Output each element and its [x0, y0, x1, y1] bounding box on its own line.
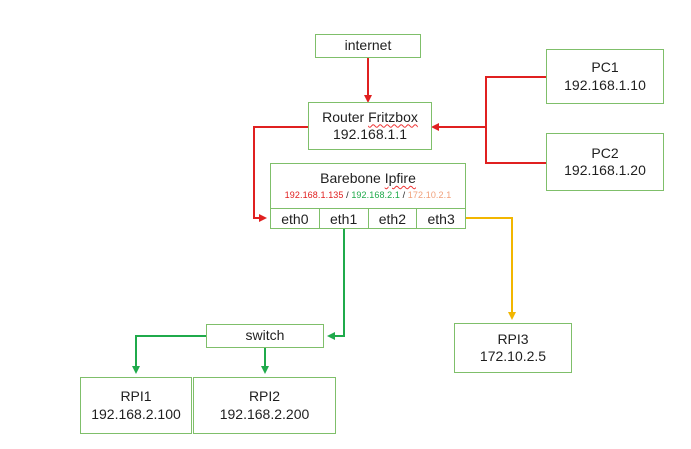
switch-label: switch [245, 327, 285, 344]
pc1-ip: 192.168.1.10 [564, 76, 646, 93]
barebone-title-prefix: Barebone [320, 170, 385, 186]
link-pc2-router [485, 127, 546, 164]
port-eth2: eth2 [367, 209, 417, 228]
router-ip: 192.168.1.1 [333, 126, 407, 142]
rpi3-name: RPI3 [497, 330, 529, 347]
rpi2-name: RPI2 [248, 388, 281, 404]
port-eth3: eth3 [416, 209, 465, 228]
router-node: Router Fritzbox 192.168.1.1 [308, 102, 432, 150]
link-switch-rpi1 [132, 335, 206, 374]
ip-separator: / [399, 189, 408, 200]
pc1-node: PC1 192.168.1.10 [546, 49, 664, 104]
ip-green: 192.168.2.1 [351, 189, 400, 200]
rpi2-node: RPI2 192.168.2.200 [193, 377, 336, 434]
rpi1-name: RPI1 [120, 388, 152, 404]
link-pc1-router [485, 76, 546, 127]
link-router-eth0 [253, 126, 308, 222]
internet-node: internet [315, 34, 421, 58]
rpi1-node: RPI1 192.168.2.100 [80, 377, 192, 434]
router-title-prefix: Router [322, 108, 369, 125]
ip-red: 192.168.1.135 [284, 189, 344, 200]
rpi3-ip: 172.10.2.5 [479, 348, 547, 364]
ip-orange: 172.10.2.1 [407, 189, 452, 200]
barebone-ip-list: 192.168.1.135 / 192.168.2.1 / 172.10.2.1 [285, 190, 452, 201]
barebone-title-word: Ipfire [384, 170, 416, 186]
pc1-name: PC1 [591, 59, 619, 75]
barebone-ports: eth0 eth1 eth2 eth3 [270, 208, 466, 229]
link-eth1-switch [327, 229, 345, 340]
port-eth0: eth0 [281, 210, 309, 227]
pc2-name: PC2 [591, 144, 619, 161]
internet-label: internet [344, 37, 392, 54]
ip-separator: / [343, 189, 352, 200]
pc2-node: PC2 192.168.1.20 [546, 133, 664, 191]
rpi1-ip: 192.168.2.100 [91, 405, 181, 422]
rpi2-ip: 192.168.2.200 [219, 405, 310, 422]
switch-node: switch [206, 324, 324, 348]
router-title: Router Fritzbox [322, 109, 418, 127]
port-eth1: eth1 [318, 209, 368, 228]
barebone-node: Barebone Ipfire 192.168.1.135 / 192.168.… [270, 163, 466, 209]
link-eth3-rpi3 [466, 217, 516, 320]
router-title-word: Fritzbox [368, 108, 418, 125]
rpi3-node: RPI3 172.10.2.5 [454, 323, 572, 373]
barebone-title: Barebone Ipfire [320, 170, 416, 188]
pc2-ip: 192.168.1.20 [564, 162, 646, 178]
